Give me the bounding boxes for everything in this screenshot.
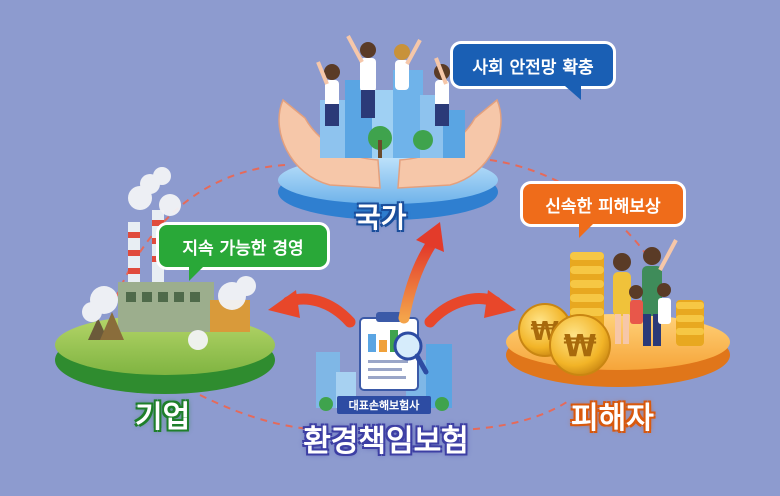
nation-label: 국가: [355, 201, 407, 234]
victim-benefit-bubble: 신속한 피해보상: [523, 184, 683, 238]
corporation-benefit-bubble: 지속 가능한 경영: [159, 225, 327, 281]
victim-label: 피해자: [571, 401, 654, 436]
celebrating-people-icon: [316, 35, 450, 126]
magnifier-icon: [393, 331, 429, 375]
coin-stacks-icon: [570, 252, 704, 346]
nation-benefit-bubble: 사회 안전망 확충: [453, 44, 613, 100]
corporation-label: 기업: [135, 400, 191, 435]
company-badge: 대표손해보험사: [337, 396, 431, 414]
svg-text:₩: ₩: [563, 329, 596, 364]
arrow-to-victim: [424, 290, 516, 328]
arrow-to-nation: [398, 222, 444, 324]
smoke-icon: [82, 167, 256, 350]
family-icon: [613, 239, 678, 346]
arrow-to-corporation: [268, 290, 356, 328]
factory-icon: [88, 210, 250, 340]
won-coin-icon: ₩ ₩: [518, 303, 611, 376]
insurance-product-title: 환경책임보험: [303, 424, 469, 459]
